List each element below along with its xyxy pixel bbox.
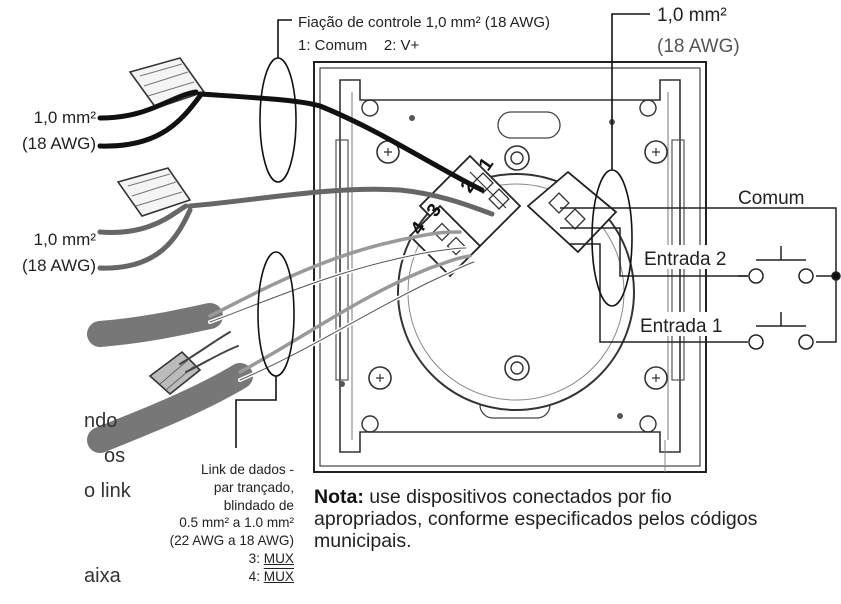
wire-gauge-top-right-line2: (18 AWG) — [657, 36, 740, 57]
note: Nota: use dispositivos conectados por fi… — [314, 486, 784, 552]
data-link-mux-4: MUX — [263, 568, 294, 584]
data-link-line6-prefix: 3: — [248, 550, 264, 566]
wire-gauge-left-2-line1: 1,0 mm² — [34, 230, 97, 249]
label-common: Comum — [738, 188, 805, 209]
control-wiring-terminals: 1: Comum 2: V+ — [298, 37, 420, 54]
data-link-line6: 3: MUX — [150, 550, 294, 568]
wires — [87, 89, 495, 453]
wire-gauge-left-1-line2: (18 AWG) — [22, 134, 96, 153]
data-link-line2: par trançado, — [213, 479, 294, 495]
label-input-1: Entrada 1 — [640, 316, 722, 337]
cut-off-text-3: o link — [84, 480, 131, 502]
control-wiring-title: Fiação de controle 1,0 mm² (18 AWG) — [298, 14, 550, 31]
note-label: Nota: — [314, 486, 364, 508]
wire-gauge-left-2-line2: (18 AWG) — [22, 256, 96, 275]
label-input-2: Entrada 2 — [644, 249, 726, 270]
data-link-line4: 0.5 mm² a 1.0 mm² — [179, 515, 294, 531]
data-link-line3: blindado de — [223, 497, 294, 513]
cut-off-text-4: aixa — [84, 565, 121, 587]
data-link-mux-3: MUX — [263, 550, 294, 566]
note-text: use dispositivos conectados por fio apro… — [314, 486, 758, 552]
data-link-description: Link de dados - par trançado, blindado d… — [150, 461, 294, 586]
data-link-line5: (22 AWG a 18 AWG) — [169, 533, 294, 549]
wire-gauge-top-right-line1: 1,0 mm² — [657, 5, 727, 26]
data-link-line7: 4: MUX — [150, 568, 294, 586]
wire-gauge-left-1-line1: 1,0 mm² — [34, 108, 97, 127]
callouts — [235, 13, 650, 448]
data-link-line7-prefix: 4: — [248, 568, 264, 584]
wire-connector-middle — [116, 167, 192, 217]
terminal-block-inputs — [526, 170, 618, 254]
input-wiring — [560, 207, 841, 350]
cut-off-text-1: ndo — [84, 410, 118, 432]
cut-off-text-2: os — [104, 445, 126, 467]
data-link-line1: Link de dados - — [201, 462, 294, 477]
